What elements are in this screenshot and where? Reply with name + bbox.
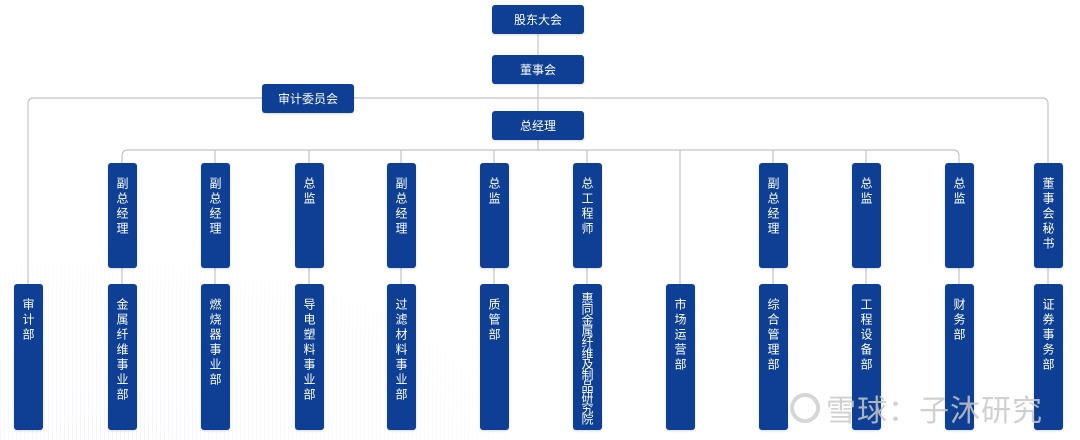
- node-securities-dept: 证券事务部: [1034, 284, 1063, 430]
- watermark-text: 雪球：子沐研究: [826, 394, 1043, 429]
- node-marketing-dept: 市场运营部: [666, 284, 695, 430]
- node-board-secretary: 董事会秘书: [1034, 163, 1063, 268]
- xueqiu-logo-icon: [790, 393, 820, 423]
- node-director: 总监: [295, 163, 324, 268]
- node-vice-gm: 副总经理: [759, 163, 788, 268]
- node-research-institute: 惠同金属纤维及制品研究院: [573, 284, 602, 430]
- node-director: 总监: [480, 163, 509, 268]
- node-filter-materials-division: 过滤材料事业部: [387, 284, 416, 430]
- node-vice-gm: 副总经理: [201, 163, 230, 268]
- node-director: 总监: [945, 163, 974, 268]
- node-finance-dept: 财务部: [945, 284, 974, 430]
- node-general-admin-dept: 综合管理部: [759, 284, 788, 430]
- node-vice-gm: 副总经理: [108, 163, 137, 268]
- node-audit-committee: 审计委员会: [262, 84, 354, 113]
- node-quality-dept: 质管部: [480, 284, 509, 430]
- node-shareholders-meeting: 股东大会: [492, 5, 584, 34]
- node-chief-engineer: 总工程师: [573, 163, 602, 268]
- node-conductive-plastics-division: 导电塑料事业部: [295, 284, 324, 430]
- node-metal-fiber-division: 金属纤维事业部: [108, 284, 137, 430]
- node-director: 总监: [852, 163, 881, 268]
- node-burner-division: 燃烧器事业部: [201, 284, 230, 430]
- node-general-manager: 总经理: [492, 111, 584, 140]
- node-engineering-equipment-dept: 工程设备部: [852, 284, 881, 430]
- node-audit-dept: 审计部: [14, 284, 43, 430]
- node-board: 董事会: [492, 55, 584, 84]
- node-vice-gm: 副总经理: [387, 163, 416, 268]
- watermark: 雪球：子沐研究: [790, 386, 1043, 430]
